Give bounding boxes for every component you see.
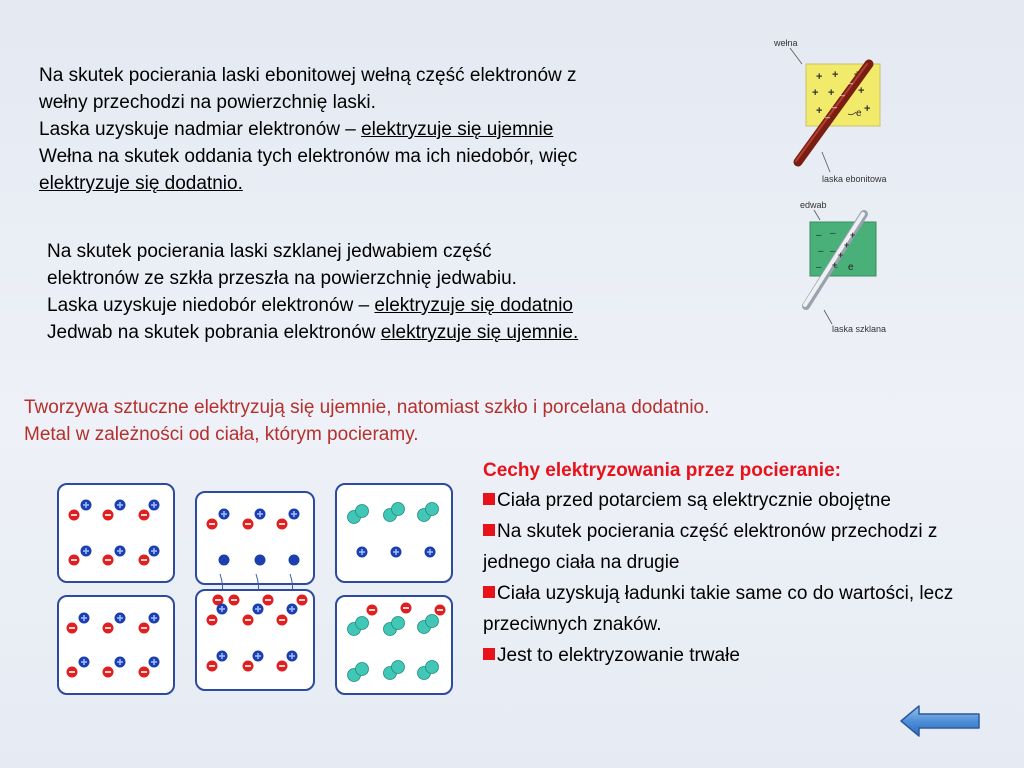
svg-text:+: + bbox=[838, 250, 843, 260]
charge-transfer-diagram bbox=[57, 483, 453, 695]
text-line: Laska uzyskuje nadmiar elektronów – elek… bbox=[39, 116, 774, 143]
electron-label: e bbox=[848, 262, 854, 273]
glass-rod-illustration: edwab –––––– ++++ e laska szklana bbox=[800, 200, 886, 334]
feature-item: Ciała przed potarciem są elektrycznie ob… bbox=[483, 485, 983, 516]
svg-text:–: – bbox=[830, 228, 836, 239]
paragraph-materials: Tworzywa sztuczne elektryzują się ujemni… bbox=[24, 394, 984, 448]
svg-text:–: – bbox=[840, 90, 845, 100]
back-arrow-icon bbox=[900, 705, 980, 737]
body-box bbox=[195, 491, 315, 585]
svg-text:+: + bbox=[812, 87, 818, 99]
text-line: Wełna na skutek oddania tych elektronów … bbox=[39, 146, 578, 167]
feature-item: Jest to elektryzowanie trwałe bbox=[483, 640, 983, 671]
text-line: Tworzywa sztuczne elektryzują się ujemni… bbox=[24, 397, 710, 418]
feature-text: Ciała uzyskują ładunki takie same co do … bbox=[483, 583, 954, 635]
text-line: Laska uzyskuje niedobór elektronów – ele… bbox=[47, 292, 782, 319]
bullet-icon bbox=[483, 493, 495, 505]
svg-text:+: + bbox=[858, 85, 864, 97]
text-fragment: Jedwab na skutek pobrania elektronów bbox=[47, 322, 381, 343]
paragraph-ebonite: Na skutek pocierania laski ebonitowej we… bbox=[39, 62, 774, 197]
svg-text:+: + bbox=[832, 69, 838, 81]
svg-text:+: + bbox=[828, 87, 834, 99]
body-box bbox=[335, 483, 453, 583]
text-line: Na skutek pocierania laski ebonitowej we… bbox=[39, 65, 577, 86]
glass-label: laska szklana bbox=[832, 324, 886, 334]
wool-label: wełna bbox=[773, 38, 798, 48]
neutral-body-box bbox=[57, 595, 175, 695]
feature-item: Na skutek pocierania część elektronów pr… bbox=[483, 516, 983, 578]
svg-text:+: + bbox=[844, 240, 849, 250]
feature-text: Na skutek pocierania część elektronów pr… bbox=[483, 521, 938, 573]
text-fragment: Laska uzyskuje nadmiar elektronów – bbox=[39, 119, 362, 140]
svg-text:+: + bbox=[816, 105, 822, 117]
svg-text:–: – bbox=[832, 102, 837, 112]
feature-item: Ciała uzyskują ładunki takie same co do … bbox=[483, 578, 983, 640]
svg-text:–: – bbox=[818, 246, 824, 257]
text-line: elektryzuje się dodatnio. bbox=[39, 170, 774, 197]
electron-label: e bbox=[856, 108, 862, 119]
bullet-icon bbox=[483, 524, 495, 536]
bullet-icon bbox=[483, 648, 495, 660]
ebonite-label: laska ebonitowa bbox=[822, 174, 887, 184]
svg-text:+: + bbox=[832, 260, 837, 270]
bullet-icon bbox=[483, 586, 495, 598]
feature-text: Jest to elektryzowanie trwałe bbox=[497, 645, 740, 666]
svg-text:–: – bbox=[816, 230, 822, 241]
underlined-text: elektryzuje się dodatnio bbox=[374, 295, 573, 316]
text-line: Jedwab na skutek pobrania elektronów ele… bbox=[47, 319, 782, 346]
text-line: Na skutek pocierania laski szklanej jedw… bbox=[47, 241, 492, 262]
underlined-text: elektryzuje się ujemnie bbox=[361, 119, 554, 140]
text-fragment: Laska uzyskuje niedobór elektronów – bbox=[47, 295, 375, 316]
svg-text:–: – bbox=[830, 246, 836, 257]
features-heading: Cechy elektryzowania przez pocieranie: bbox=[483, 460, 841, 481]
svg-text:+: + bbox=[850, 230, 855, 240]
silk-label: edwab bbox=[800, 200, 827, 210]
back-button[interactable] bbox=[899, 703, 983, 739]
features-list: Cechy elektryzowania przez pocieranie: C… bbox=[483, 456, 983, 671]
svg-text:–: – bbox=[848, 78, 853, 88]
svg-text:–: – bbox=[825, 112, 830, 122]
ebonite-rod-illustration: wełna +++ +++ +++ –––– e laska ebonitowa bbox=[773, 38, 887, 184]
text-line: Metal w zależności od ciała, którym poci… bbox=[24, 424, 419, 445]
svg-text:+: + bbox=[864, 103, 870, 115]
underlined-text: elektryzuje się dodatnio. bbox=[39, 173, 243, 194]
feature-text: Ciała przed potarciem są elektrycznie ob… bbox=[497, 490, 891, 511]
neutral-body-box bbox=[57, 483, 175, 583]
paragraph-glass: Na skutek pocierania laski szklanej jedw… bbox=[47, 238, 782, 346]
svg-text:–: – bbox=[816, 262, 822, 273]
svg-text:+: + bbox=[816, 71, 822, 83]
text-line: elektronów ze szkła przeszła na powierzc… bbox=[47, 268, 517, 289]
text-line: wełny przechodzi na powierzchnię laski. bbox=[39, 92, 376, 113]
underlined-text: elektryzuje się ujemnie. bbox=[380, 322, 579, 343]
ebonite-rod bbox=[793, 59, 874, 167]
